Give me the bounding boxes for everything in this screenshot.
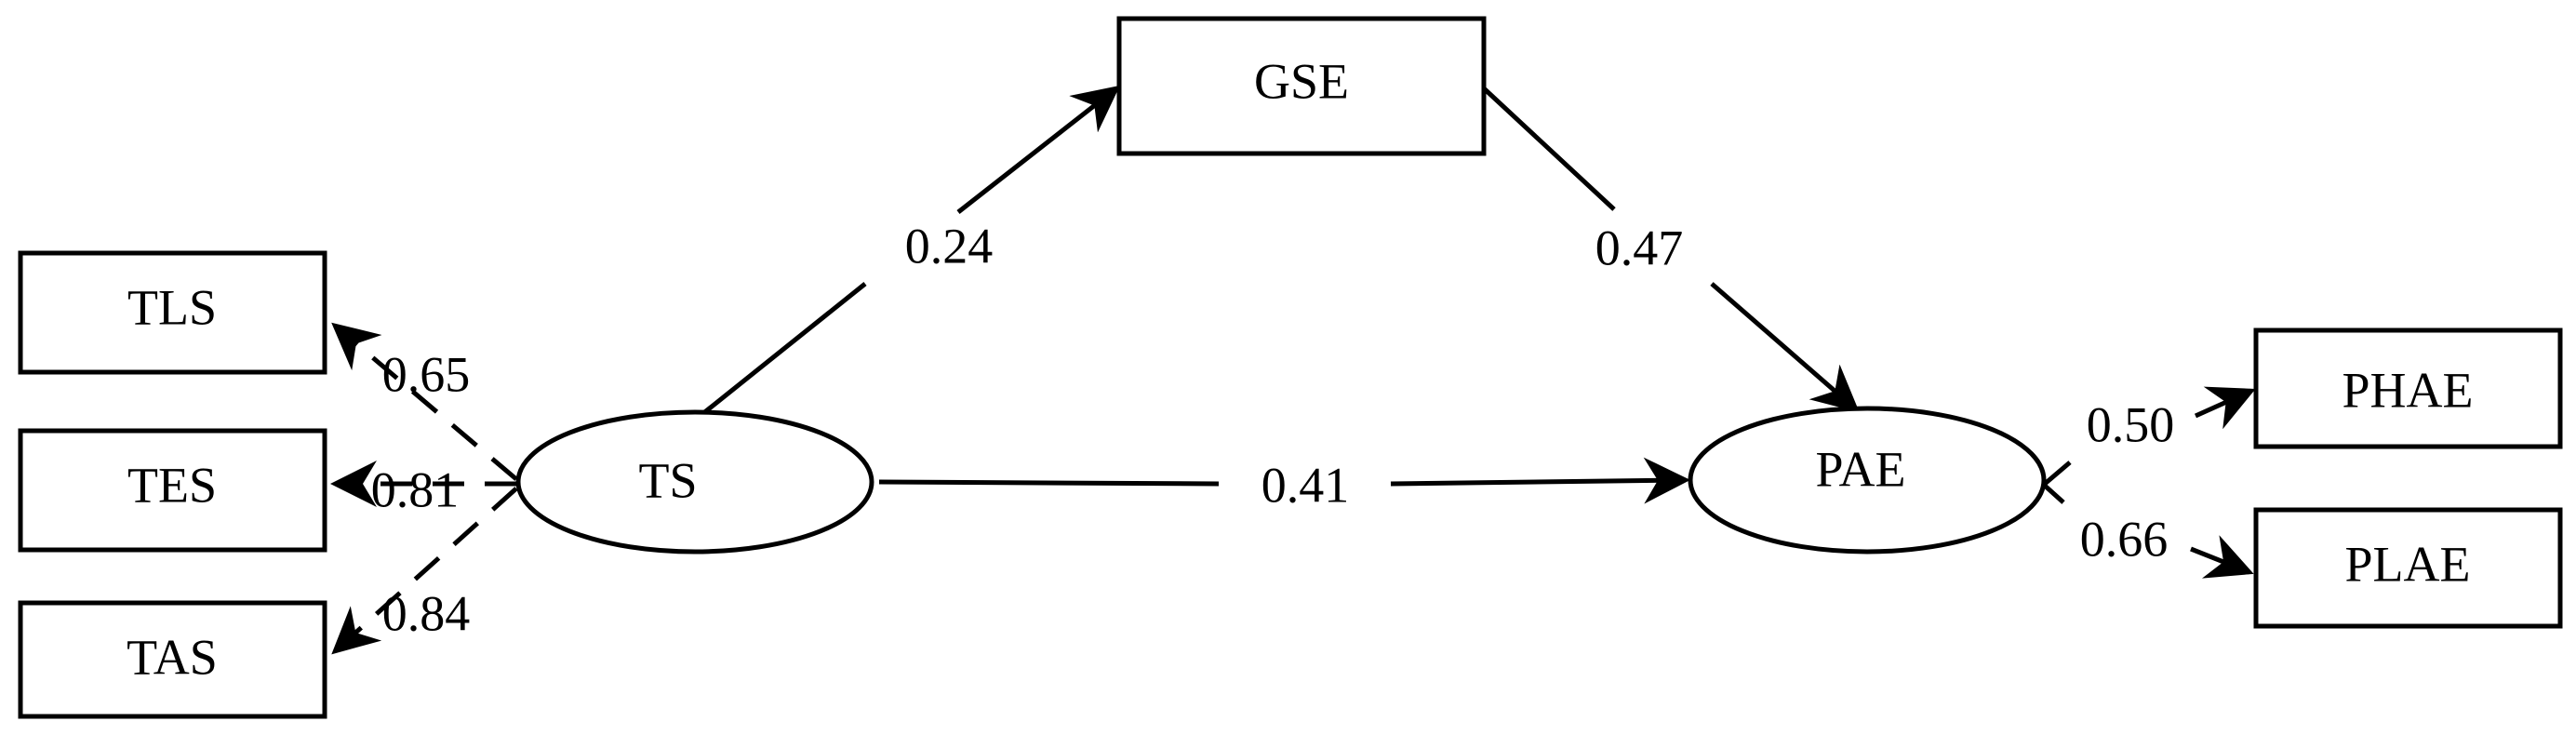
path-line-ts-pae-right [1390,457,1690,504]
node-tas: TAS [18,600,327,719]
path-line-pae-phae-b [2194,386,2256,430]
coef-ts-tes: 0.81 [371,461,460,517]
coef-ts-pae: 0.41 [1261,457,1350,513]
coef-gse-pae: 0.47 [1595,220,1684,275]
node-label-phae: PHAE [2342,362,2473,418]
path-line-ts-tas [331,487,518,655]
path-line-ts-gse-lower [701,282,867,416]
path-line-pae-plae-a [2043,484,2065,504]
node-tes: TES [18,428,327,553]
node-label-plae: PLAE [2345,536,2471,592]
node-ts: TS [515,409,874,555]
coef-ts-tas: 0.84 [382,585,471,641]
path-line-gse-pae-lower [1710,282,1860,413]
path-line-pae-phae-a [2043,461,2072,486]
coef-ts-gse: 0.24 [905,218,994,274]
node-plae: PLAE [2253,507,2563,629]
path-line-pae-plae-b [2190,535,2254,579]
coef-pae-phae: 0.50 [2087,396,2175,452]
node-phae: PHAE [2253,327,2563,449]
node-label-tes: TES [127,457,217,513]
path-line-ts-tls [331,322,518,481]
path-line-gse-pae-upper [1482,87,1616,211]
coef-ts-tls: 0.65 [382,346,471,402]
node-label-gse: GSE [1254,53,1349,109]
node-label-ts: TS [638,452,697,508]
coef-pae-plae: 0.66 [2080,511,2169,567]
node-label-tas: TAS [127,629,218,685]
path-line-ts-pae-left [878,479,1220,487]
node-tls: TLS [18,250,327,375]
path-line-ts-gse-upper [956,85,1120,214]
node-pae: PAE [1688,406,2047,555]
node-label-tls: TLS [127,279,217,335]
node-gse: GSE [1116,16,1487,156]
node-label-pae: PAE [1815,441,1905,497]
